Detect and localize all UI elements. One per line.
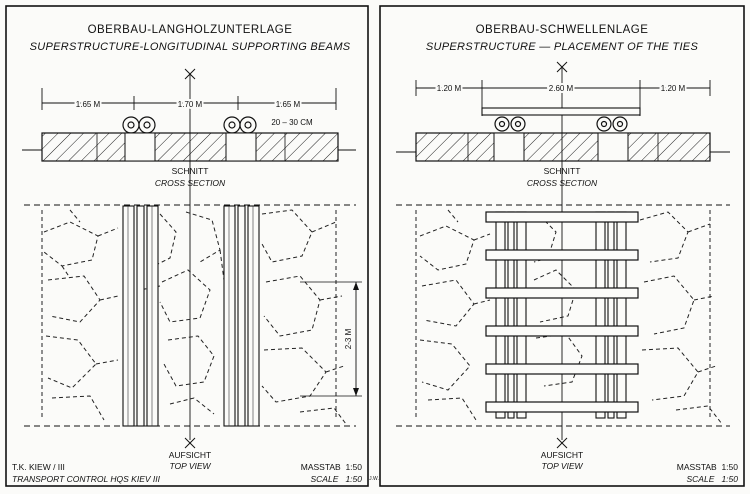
- right-panel-frame: [379, 5, 745, 487]
- right-section-de: SCHNITT: [544, 166, 581, 176]
- left-wheels: [122, 116, 257, 134]
- tie-section: [481, 107, 641, 116]
- left-scale-de: MASSTAB 1:50: [301, 462, 363, 472]
- right-scale-en: SCALE 1:50: [686, 474, 738, 484]
- right-scale-de: MASSTAB 1:50: [677, 462, 739, 472]
- right-title-de: OBERBAU-SCHWELLENLAGE: [476, 24, 649, 36]
- initials: J.W.: [369, 476, 379, 482]
- left-panel-frame: [5, 5, 369, 487]
- right-top-view-en: TOP VIEW: [541, 461, 583, 471]
- right-dim-center: 2.60 M: [549, 84, 574, 93]
- left-dim-right: 1.65 M: [276, 100, 301, 109]
- right-dim-right: 1.20 M: [661, 84, 686, 93]
- left-section-en: CROSS SECTION: [155, 178, 226, 188]
- right-section-en: CROSS SECTION: [527, 178, 598, 188]
- left-dim-left: 1.65 M: [76, 100, 101, 109]
- left-top-view-en: TOP VIEW: [169, 461, 211, 471]
- footer-line-1: T.K. KIEW / III: [12, 462, 65, 472]
- right-panel: OBERBAU-SCHWELLENLAGE SUPERSTRUCTURE — P…: [396, 24, 738, 484]
- right-wheels: [494, 116, 628, 132]
- left-title-en: SUPERSTRUCTURE-LONGITUDINAL SUPPORTING B…: [30, 41, 351, 53]
- right-top-view-de: AUFSICHT: [541, 450, 584, 460]
- left-panel: OBERBAU-LANGHOLZUNTERLAGE SUPERSTRUCTURE…: [12, 24, 362, 484]
- left-scale-en: SCALE 1:50: [310, 474, 362, 484]
- left-plan-view: 2-3 M: [24, 204, 362, 427]
- right-title-en: SUPERSTRUCTURE — PLACEMENT OF THE TIES: [426, 41, 699, 53]
- left-title-de: OBERBAU-LANGHOLZUNTERLAGE: [88, 24, 293, 36]
- left-section-de: SCHNITT: [172, 166, 209, 176]
- left-plan-dim: 2-3 M: [344, 328, 353, 349]
- left-top-view-de: AUFSICHT: [169, 450, 212, 460]
- left-dim-depth: 20 – 30 CM: [271, 118, 313, 127]
- footer-line-2: TRANSPORT CONTROL HQS KIEV III: [12, 474, 161, 484]
- left-cross-section: [22, 132, 356, 162]
- right-plan-view: [396, 204, 730, 427]
- right-cross-section: [396, 132, 730, 162]
- left-dim-center: 1.70 M: [178, 100, 203, 109]
- right-dim-left: 1.20 M: [437, 84, 462, 93]
